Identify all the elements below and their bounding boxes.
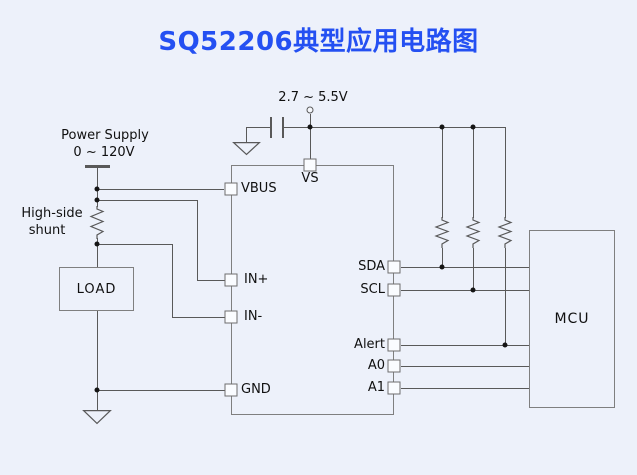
pin-label-a1: A1 <box>367 380 385 395</box>
pin-a0 <box>387 359 401 373</box>
pin-label-gnd: GND <box>241 382 271 397</box>
wire-sda <box>401 267 529 268</box>
wire-a1 <box>401 388 529 389</box>
pin-sda <box>387 260 401 274</box>
pin-a1 <box>387 381 401 395</box>
wire-rail-left <box>246 127 271 128</box>
wire-alert <box>401 345 529 346</box>
pullup-resistor-3-icon <box>497 217 513 248</box>
load-label: LOAD <box>76 281 117 297</box>
wire-r1-top <box>442 127 443 218</box>
supply-voltage-label: 2.7 ~ 5.5V <box>278 90 348 105</box>
junction-dot <box>502 342 508 348</box>
wire-gnd <box>97 390 225 391</box>
wire-scl <box>401 290 529 291</box>
junction-dot <box>470 287 476 293</box>
junction-dot <box>439 124 445 130</box>
junction-dot <box>94 186 100 192</box>
junction-dot <box>94 241 100 247</box>
wire-inminus <box>172 317 225 318</box>
wire-inminus-feed <box>97 244 173 245</box>
page-title: SQ52206典型应用电路图 <box>158 27 479 57</box>
power-supply-label-line2: 0 ~ 120V <box>73 145 135 160</box>
pin-label-sda: SDA <box>358 259 385 274</box>
pin-label-in-plus: IN+ <box>244 272 269 287</box>
supply-terminal-icon <box>306 106 314 114</box>
pin-vs <box>303 158 317 172</box>
pin-label-alert: Alert <box>354 337 385 352</box>
pin-alert <box>387 338 401 352</box>
ground-icon-bottom <box>83 410 111 424</box>
wire-r2-top <box>473 127 474 218</box>
shunt-label-line2: shunt <box>28 223 66 238</box>
mcu-box: MCU <box>529 230 615 408</box>
pin-label-vs: VS <box>301 171 319 186</box>
power-supply-terminal-bar <box>85 165 110 168</box>
mcu-label: MCU <box>554 311 590 327</box>
capacitor-plate-left <box>270 117 272 138</box>
pin-label-scl: SCL <box>360 282 385 297</box>
pullup-resistor-1-icon <box>434 217 450 248</box>
junction-dot <box>94 387 100 393</box>
junction-dot <box>307 124 313 130</box>
junction-dot <box>470 124 476 130</box>
wire-cap-to-ground <box>246 127 247 143</box>
shunt-label-line1: High-side <box>21 206 83 221</box>
shunt-resistor-icon <box>89 206 105 239</box>
capacitor-plate-right <box>282 117 284 138</box>
wire-a0 <box>401 366 529 367</box>
wire-inplus-down <box>197 200 198 281</box>
junction-dot <box>439 264 445 270</box>
pullup-resistor-2-icon <box>465 217 481 248</box>
wire-supply-to-vs <box>310 114 311 159</box>
wire-inplus-feed <box>97 200 198 201</box>
wire-shunt-to-load <box>97 238 98 267</box>
wire-load-to-ground <box>97 311 98 410</box>
pin-scl <box>387 283 401 297</box>
pin-vbus <box>224 182 238 196</box>
pin-in-plus <box>224 273 238 287</box>
wire-inminus-down <box>172 244 173 318</box>
ground-icon-top <box>233 142 260 155</box>
wire-r1-bottom <box>442 248 443 268</box>
load-box: LOAD <box>59 267 134 311</box>
power-supply-label-line1: Power Supply <box>61 128 149 143</box>
wire-r2-bottom <box>473 248 474 291</box>
pin-in-minus <box>224 310 238 324</box>
wire-rail-right <box>283 127 505 128</box>
wire-inplus <box>197 280 225 281</box>
wire-vbus <box>97 189 224 190</box>
pin-gnd <box>224 383 238 397</box>
junction-dot <box>94 197 100 203</box>
wire-r3-top <box>505 127 506 218</box>
pin-label-in-minus: IN- <box>244 309 263 324</box>
pin-label-vbus: VBUS <box>241 181 277 196</box>
wire-r3-bottom <box>505 248 506 346</box>
pin-label-a0: A0 <box>367 358 385 373</box>
